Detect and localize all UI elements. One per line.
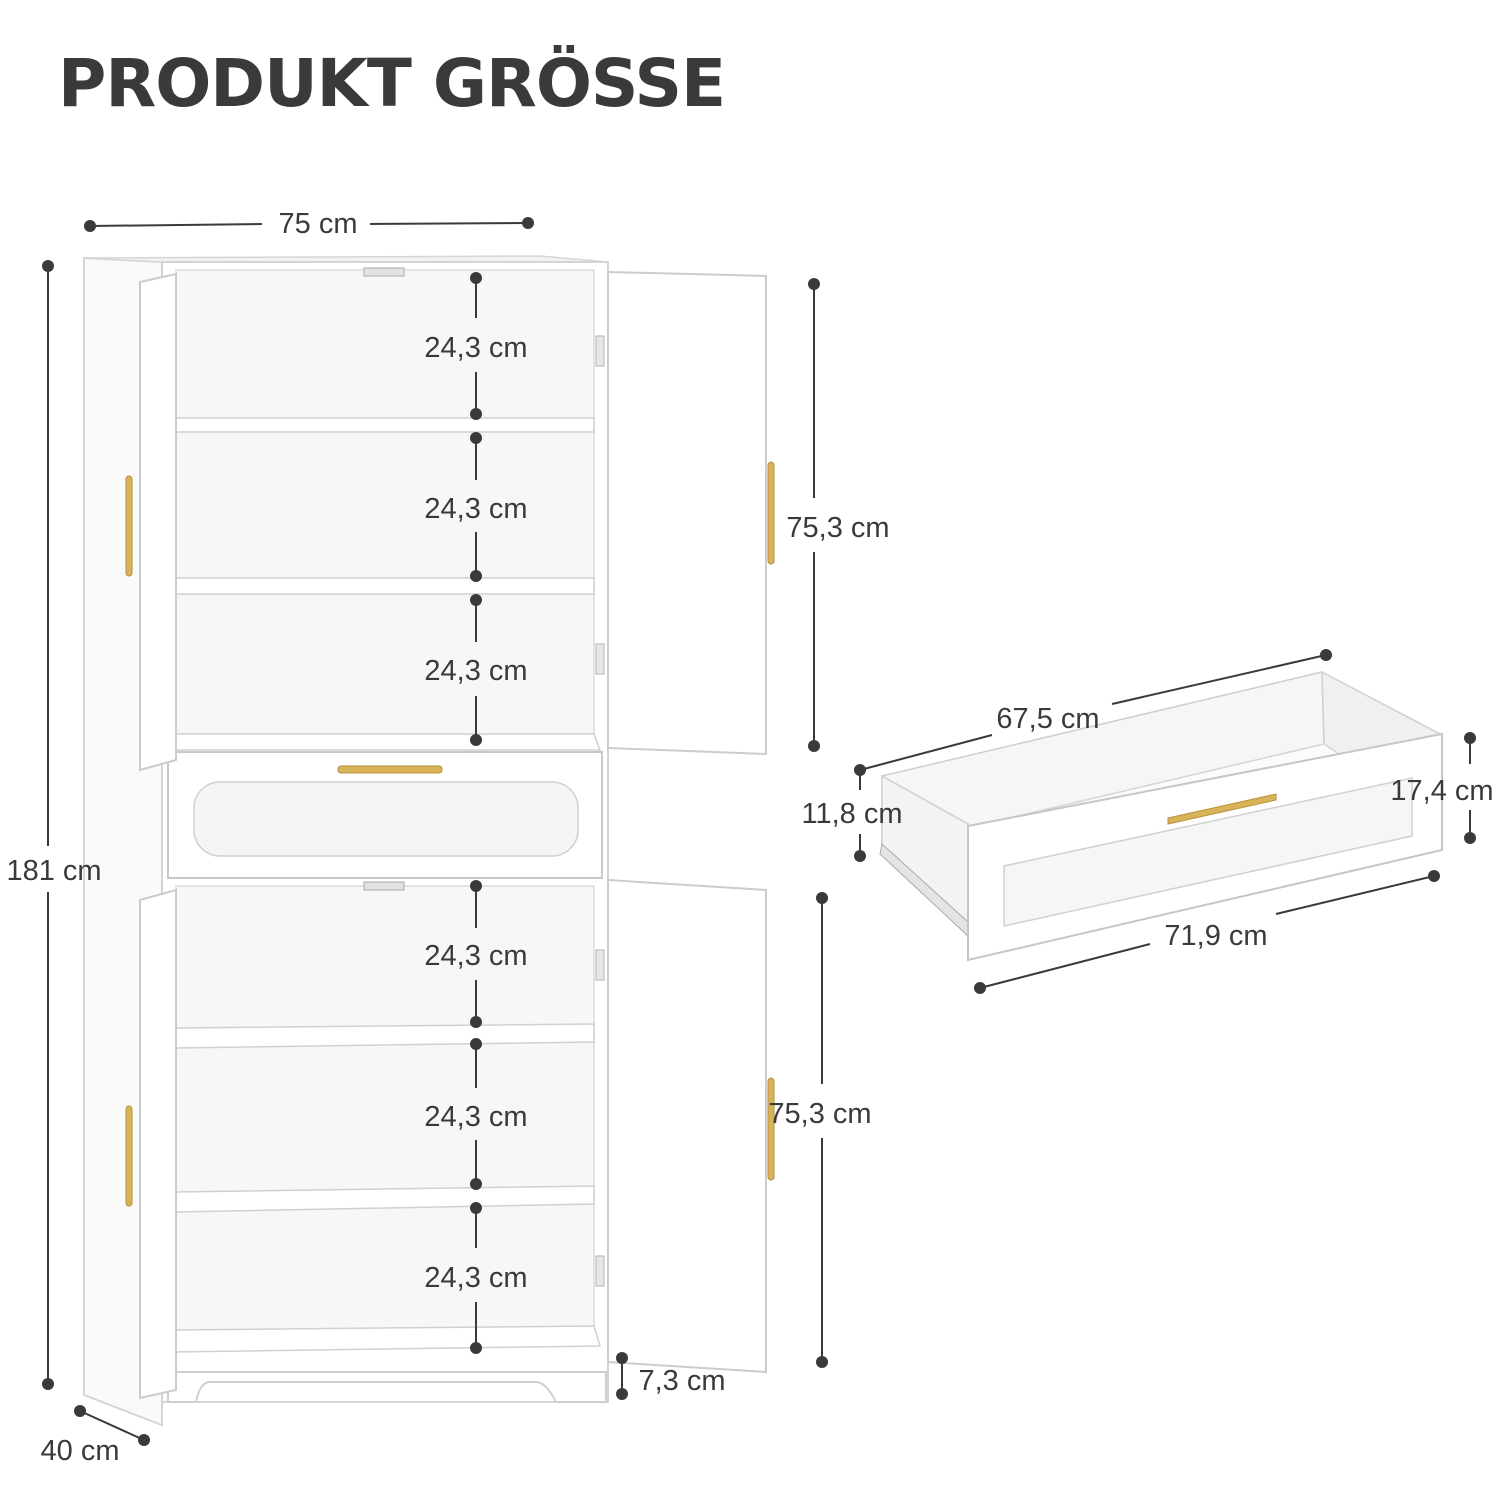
drawer-rattan-panel xyxy=(193,781,579,857)
width-label: 75 cm xyxy=(279,208,358,240)
page-title: PRODUKT GRÖSSE xyxy=(58,45,725,122)
shelf-gap-dimensions: 24,3 cm 24,3 cm 24,3 cm 24,3 cm 24,3 cm … xyxy=(424,272,528,1354)
lower-right-door xyxy=(607,878,767,1374)
depth-label: 40 cm xyxy=(41,1435,120,1467)
drawer-front-handle xyxy=(1167,793,1277,825)
shelf-gap-label: 24,3 cm xyxy=(424,332,527,364)
dimension-height: 181 cm xyxy=(6,260,102,1390)
hinge-icon xyxy=(595,643,605,675)
drawer-front-rattan xyxy=(1003,777,1413,927)
drawer-illustration xyxy=(879,670,1443,962)
height-label: 181 cm xyxy=(6,855,101,887)
shelf-gap-label: 24,3 cm xyxy=(424,1101,527,1133)
hinge-icon xyxy=(595,1255,605,1287)
cabinet-base xyxy=(167,1371,607,1403)
upper-right-door-handle xyxy=(767,461,775,565)
dimension-upper-door: 75,3 cm xyxy=(786,278,890,752)
hinge-icon xyxy=(595,949,605,981)
shelf-gap-label: 24,3 cm xyxy=(424,1262,527,1294)
lower-left-door xyxy=(139,888,177,1400)
dimension-drawer-inner-height: 11,8 cm xyxy=(801,770,903,862)
drawer-outer-length-label: 71,9 cm xyxy=(1164,920,1267,952)
dimension-depth: 40 cm xyxy=(41,1405,150,1467)
shelf-gap-label: 24,3 cm xyxy=(424,655,527,687)
dimension-base: 7,3 cm xyxy=(616,1352,726,1400)
drawer-handle xyxy=(337,765,443,774)
lower-right-door-handle xyxy=(767,1077,775,1181)
dimension-drawer-outer-length: 71,9 cm xyxy=(974,870,1440,994)
upper-shelf-2 xyxy=(175,577,595,595)
upper-shelf-1 xyxy=(175,417,595,433)
upper-compartment xyxy=(175,269,595,749)
upper-compartment-floor xyxy=(168,733,602,751)
upper-left-door xyxy=(139,272,177,772)
base-height-label: 7,3 cm xyxy=(638,1365,725,1397)
dimension-drawer-inner-length: 67,5 cm xyxy=(854,649,1332,776)
cabinet-illustration xyxy=(83,255,775,1427)
shelf-gap-label: 24,3 cm xyxy=(424,940,527,972)
upper-door-height-label: 75,3 cm xyxy=(786,512,889,544)
hinge-icon xyxy=(595,335,605,367)
lower-door-height-label: 75,3 cm xyxy=(768,1098,871,1130)
lower-compartment xyxy=(175,885,595,1345)
drawer-inner-height-label: 11,8 cm xyxy=(801,798,902,830)
drawer-front-height-label: 17,4 cm xyxy=(1390,775,1493,807)
dimension-width: 75 cm xyxy=(84,208,534,240)
vent-icon-upper xyxy=(363,267,405,277)
dimension-drawer-front-height: 17,4 cm xyxy=(1390,732,1494,844)
drawer-inner-length-label: 67,5 cm xyxy=(996,703,1099,735)
dimension-lower-door: 75,3 cm xyxy=(768,892,872,1368)
vent-icon-lower xyxy=(363,881,405,891)
shelf-gap-label: 24,3 cm xyxy=(424,493,527,525)
upper-right-door xyxy=(607,270,767,756)
upper-left-door-handle xyxy=(125,475,133,577)
lower-left-door-handle xyxy=(125,1105,133,1207)
